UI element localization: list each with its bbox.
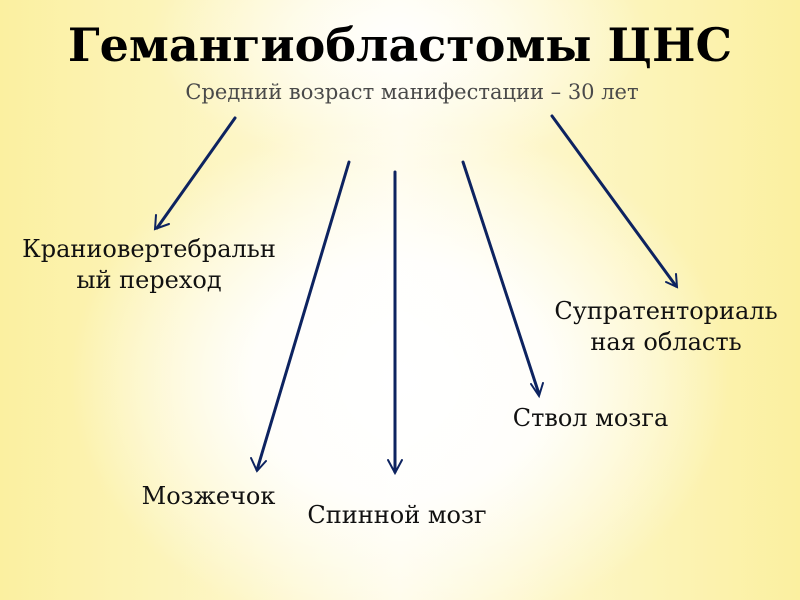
slide-subtitle: Средний возраст манифестации – 30 лет bbox=[185, 80, 639, 104]
arrow-to-cerebellum-icon bbox=[250, 160, 351, 473]
arrow-to-brainstem-icon bbox=[461, 160, 544, 399]
node-cerebellum: Мозжечок bbox=[141, 482, 276, 510]
node-supratentorial-line2: ная область bbox=[590, 328, 742, 356]
node-craniovertebral: Краниовертебральн ый переход bbox=[4, 234, 294, 296]
arrow-to-craniovertebral-icon bbox=[153, 116, 237, 231]
node-supratentorial: Супратенториаль ная область bbox=[538, 296, 794, 358]
node-brainstem: Ствол мозга bbox=[512, 404, 669, 432]
arrow-to-spinal-cord-icon bbox=[387, 170, 403, 476]
node-craniovertebral-line1: Краниовертебральн bbox=[22, 235, 276, 263]
arrow-to-supratentorial-icon bbox=[550, 114, 679, 289]
node-supratentorial-line1: Супратенториаль bbox=[554, 297, 778, 325]
node-spinal-cord: Спинной мозг bbox=[307, 501, 487, 529]
node-craniovertebral-line2: ый переход bbox=[76, 266, 222, 294]
slide-title: Гемангиобластомы ЦНС bbox=[67, 18, 733, 72]
